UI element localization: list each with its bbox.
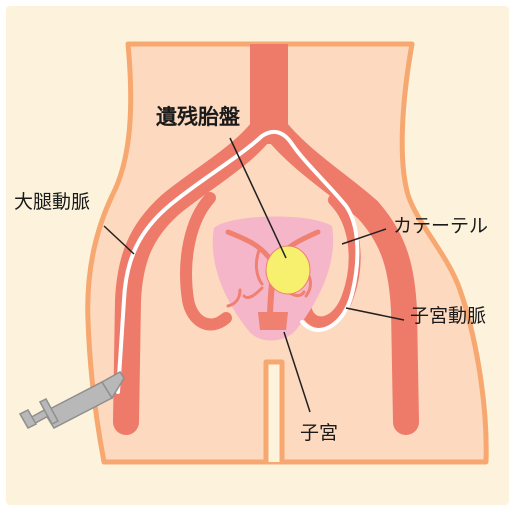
label-uterus: 子宮 — [300, 424, 338, 443]
placenta-shape — [266, 246, 310, 294]
label-retained-placenta: 遺残胎盤 — [156, 107, 240, 128]
label-femoral-artery: 大腿動脈 — [14, 193, 90, 212]
label-catheter: カテーテル — [393, 217, 488, 236]
label-uterine-artery: 子宮動脈 — [410, 307, 486, 326]
leg-gap — [266, 362, 282, 462]
cervix — [258, 312, 288, 330]
